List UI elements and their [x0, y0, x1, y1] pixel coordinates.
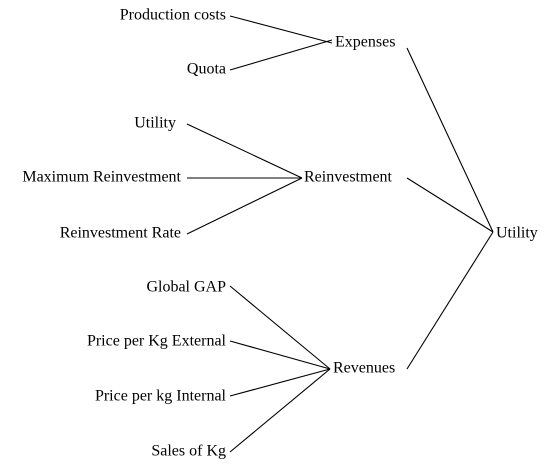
edge-sales-of-kg-to-revenues [229, 368, 331, 453]
edge-reinvestment-rate-to-reinvestment [186, 177, 303, 235]
edge-utility-to-reinvestment [186, 123, 303, 179]
edge-reinvestment-to-utility [406, 177, 494, 233]
connector-lines [186, 15, 494, 453]
node-global-gap: Global GAP [146, 279, 226, 296]
node-price-per-kg-internal: Price per kg Internal [95, 388, 227, 405]
node-revenues: Revenues [333, 360, 395, 377]
node-reinvestment-rate: Reinvestment Rate [60, 225, 181, 242]
node-maximum-reinvestment: Maximum Reinvestment [22, 169, 181, 186]
node-production-costs: Production costs [120, 7, 226, 24]
node-sales-of-kg: Sales of Kg [151, 443, 226, 460]
edge-price-internal-to-revenues [229, 368, 331, 397]
edge-revenues-to-utility [406, 231, 494, 370]
edge-global-gap-to-revenues [229, 285, 331, 370]
node-reinvestment: Reinvestment [304, 169, 393, 186]
node-expenses: Expenses [335, 34, 395, 51]
edge-quota-to-expenses [229, 39, 333, 71]
edge-price-external-to-revenues [229, 340, 331, 370]
edge-expenses-to-utility [406, 47, 494, 233]
node-price-per-kg-external: Price per Kg External [87, 333, 227, 350]
node-quota: Quota [187, 61, 226, 78]
node-utility-root: Utility [496, 225, 538, 242]
edge-production-costs-to-expenses [229, 15, 333, 44]
node-utility-input: Utility [134, 115, 176, 132]
node-labels: Production costs Quota Expenses Utility … [22, 7, 537, 460]
